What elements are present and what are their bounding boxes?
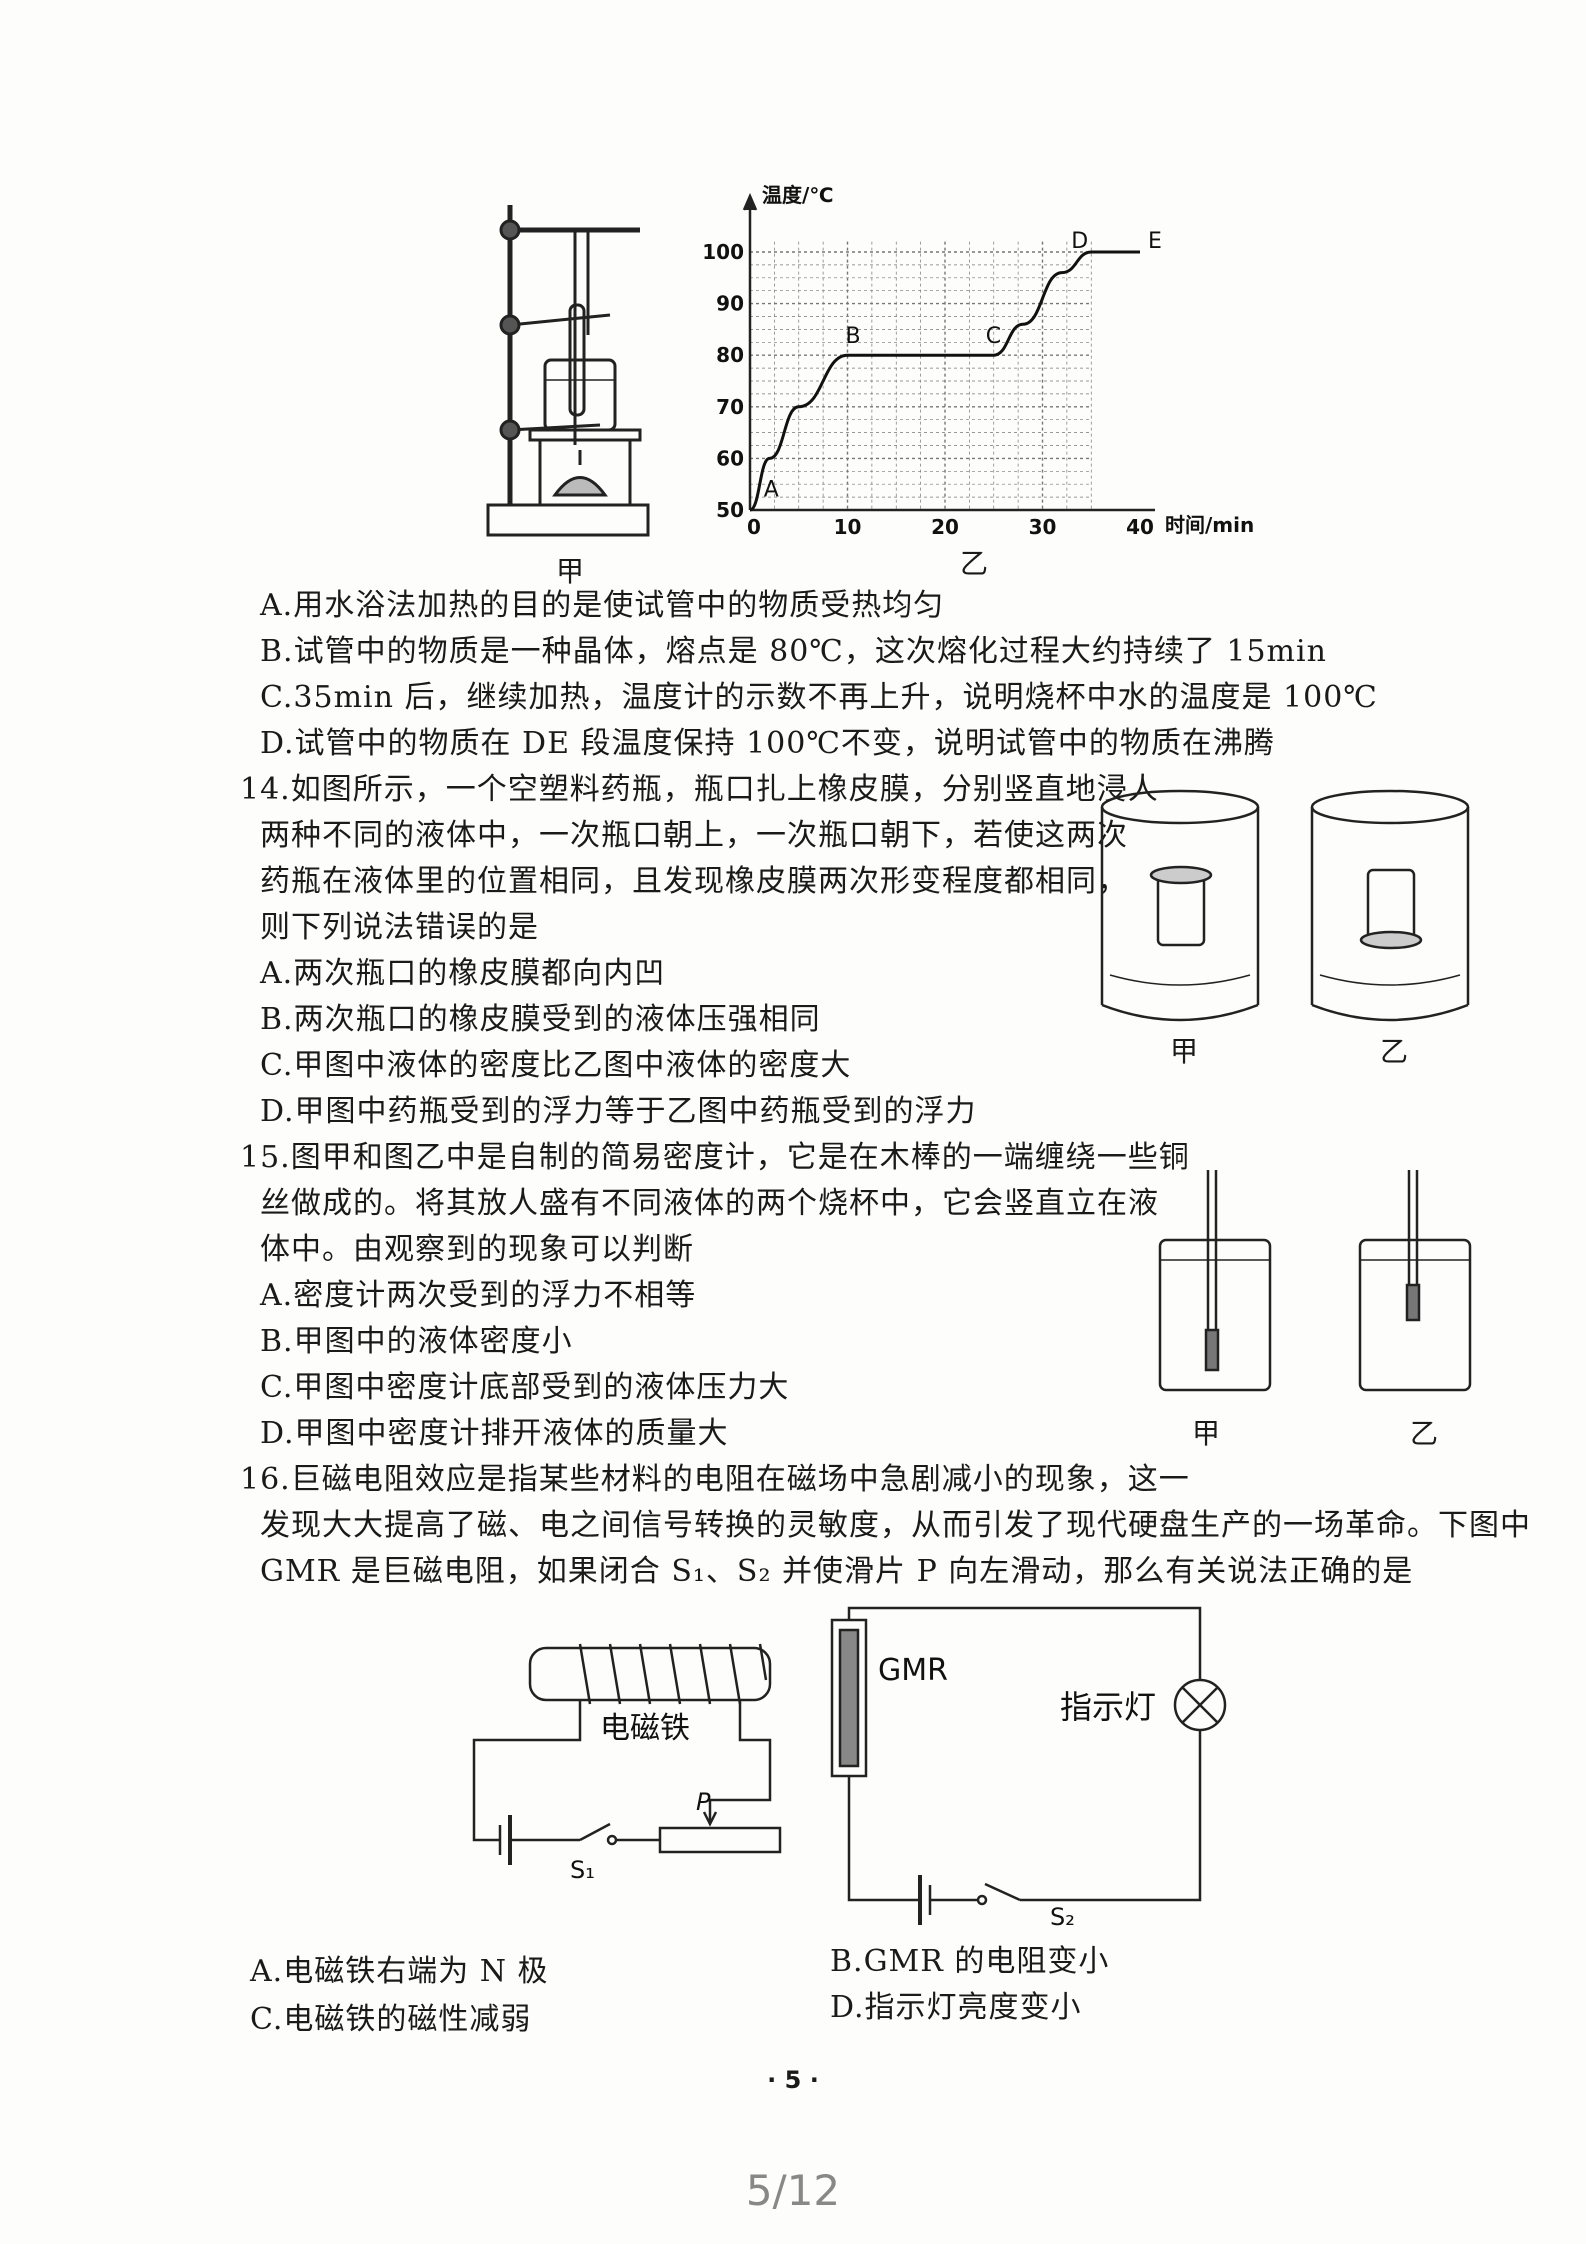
data-series-line — [749, 250, 1140, 512]
q14-option-a: A.两次瓶口的橡皮膜都向内凹 — [260, 956, 666, 991]
iron-stand-apparatus-figure — [486, 205, 650, 537]
q15-option-c: C.甲图中密度计底部受到的液体压力大 — [260, 1370, 790, 1405]
x-tick-label: 0 — [747, 515, 761, 539]
x-tick-label: 40 — [1126, 515, 1154, 539]
point-label-b: B — [846, 324, 861, 349]
q13-option-d: D.试管中的物质在 DE 段温度保持 100℃不变，说明试管中的物质在沸腾 — [260, 726, 1275, 761]
viewer-page-indicator: 5/12 — [745, 2166, 841, 2215]
q15-option-d: D.甲图中密度计排开液体的质量大 — [260, 1416, 729, 1451]
y-axis-arrow — [742, 192, 758, 211]
indicator-lamp-label: 指示灯 — [1060, 1688, 1156, 1726]
switch-s1-label: S₁ — [570, 1856, 595, 1884]
q14-stem-line-1: 14.如图所示，一个空塑料药瓶，瓶口扎上橡皮膜，分别竖直地浸人 — [240, 772, 1159, 807]
q14-stem-line-3: 药瓶在液体里的位置相同，且发现橡皮膜两次形变程度都相同， — [260, 864, 1128, 899]
electromagnet-label: 电磁铁 — [600, 1711, 690, 1746]
hydrometer-beaker-figures — [1158, 1170, 1472, 1392]
point-label-a: A — [764, 478, 779, 503]
q15-stem-line-1: 15.图甲和图乙中是自制的简易密度计，它是在木棒的一端缠绕一些铜 — [240, 1140, 1190, 1175]
switch-s2-label: S₂ — [1050, 1903, 1075, 1930]
q15-stem-line-2: 丝做成的。将其放人盛有不同液体的两个烧杯中，它会竖直立在液 — [260, 1186, 1159, 1221]
q14-option-d: D.甲图中药瓶受到的浮力等于乙图中药瓶受到的浮力 — [260, 1094, 977, 1129]
q16-option-d: D.指示灯亮度变小 — [830, 1990, 1082, 2025]
temperature-time-chart: 50 60 70 80 90 100 0 10 20 30 40 A B C D E 温度/℃ 时间/min — [702, 183, 1254, 539]
point-label-e: E — [1148, 229, 1162, 254]
y-tick-label: 50 — [716, 498, 744, 522]
q16-stem-line-2: 发现大大提高了磁、电之间信号转换的灵敏度，从而引发了现代硬盘生产的一场革命。下图… — [260, 1508, 1531, 1543]
q15-option-a: A.密度计两次受到的浮力不相等 — [260, 1278, 697, 1313]
q16-option-c: C.电磁铁的磁性减弱 — [250, 2002, 532, 2037]
y-tick-label: 70 — [716, 395, 744, 419]
y-tick-label: 80 — [716, 343, 744, 367]
q14-option-b: B.两次瓶口的橡皮膜受到的液体压强相同 — [260, 1002, 821, 1037]
y-tick-label: 60 — [716, 446, 744, 470]
figure-caption-jia: 甲 — [556, 555, 585, 588]
gmr-circuit-diagram: 电磁铁 GMR 指示灯 P S₁ S₂ — [472, 1606, 1227, 1930]
q13-option-a: A.用水浴法加热的目的是使试管中的物质受热均匀 — [260, 588, 945, 623]
y-axis-label: 温度/℃ — [762, 183, 834, 207]
q14-option-c: C.甲图中液体的密度比乙图中液体的密度大 — [260, 1048, 852, 1083]
point-label-c: C — [986, 324, 1001, 349]
point-label-d: D — [1071, 229, 1088, 254]
x-axis-label: 时间/min — [1165, 513, 1254, 537]
q15-stem-line-3: 体中。由观察到的现象可以判断 — [260, 1232, 694, 1267]
figure-caption-yi: 乙 — [960, 547, 989, 580]
q14-stem-line-4: 则下列说法错误的是 — [260, 910, 539, 945]
q16-stem-line-3: GMR 是巨磁电阻，如果闭合 S₁、S₂ 并使滑片 P 向左滑动，那么有关说法正… — [260, 1554, 1414, 1589]
submerged-bottle-figures — [1100, 789, 1470, 1022]
q16-option-a: A.电磁铁右端为 N 极 — [250, 1954, 549, 1989]
slider-p-label: P — [696, 1788, 711, 1816]
q15-caption-jia: 甲 — [1192, 1417, 1221, 1450]
sheet-page-number: · 5 · — [767, 2066, 819, 2094]
q14-stem-line-2: 两种不同的液体中，一次瓶口朝上，一次瓶口朝下，若使这两次 — [260, 818, 1128, 853]
gmr-label: GMR — [878, 1653, 948, 1688]
q16-option-b: B.GMR 的电阻变小 — [830, 1944, 1110, 1979]
q13-option-c: C.35min 后，继续加热，温度计的示数不再上升，说明烧杯中水的温度是 100… — [260, 680, 1378, 715]
q15-caption-yi: 乙 — [1410, 1417, 1439, 1450]
x-tick-label: 20 — [931, 515, 959, 539]
y-tick-label: 100 — [702, 240, 744, 264]
x-tick-label: 30 — [1029, 515, 1057, 539]
q16-stem-line-1: 16.巨磁电阻效应是指某些材料的电阻在磁场中急剧减小的现象，这一 — [240, 1462, 1190, 1497]
q14-caption-jia: 甲 — [1170, 1035, 1199, 1068]
q13-option-b: B.试管中的物质是一种晶体，熔点是 80℃，这次熔化过程大约持续了 15min — [260, 634, 1327, 669]
y-tick-label: 90 — [716, 292, 744, 316]
q14-caption-yi: 乙 — [1380, 1035, 1409, 1068]
x-tick-label: 10 — [834, 515, 862, 539]
q15-option-b: B.甲图中的液体密度小 — [260, 1324, 573, 1359]
